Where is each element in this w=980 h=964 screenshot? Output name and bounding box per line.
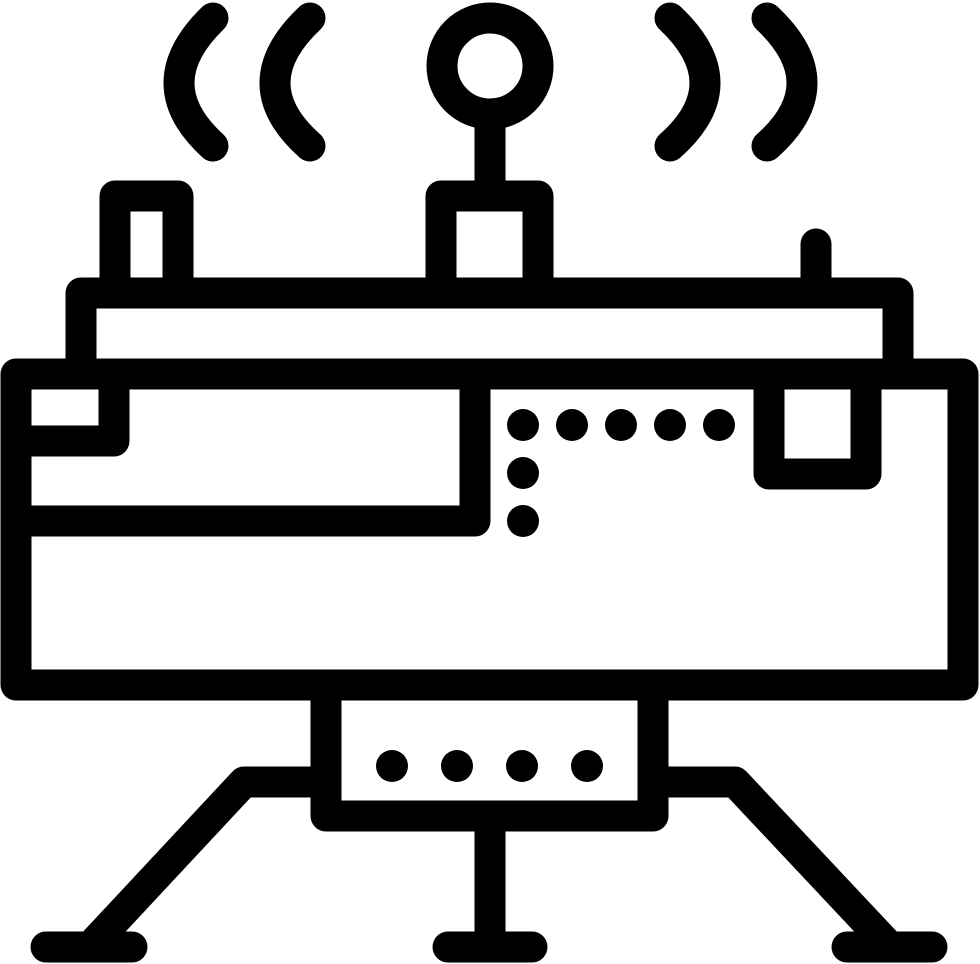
indicator-dot (507, 457, 539, 489)
indicator-dot (376, 750, 408, 782)
indicator-dot (506, 750, 538, 782)
indicator-dot (556, 409, 588, 441)
left-compartment (0, 358, 491, 537)
indicator-dot (441, 750, 473, 782)
signal-waves-right-icon (654, 2, 818, 162)
signal-waves-left-icon (163, 2, 326, 162)
lower-module-panel (310, 669, 669, 832)
lower-module-lights-icon (376, 750, 603, 782)
indicator-dot (654, 409, 686, 441)
indicator-lights-column-icon (507, 457, 539, 537)
indicator-dot (507, 409, 539, 441)
indicator-dot (507, 505, 539, 537)
landing-leg-center-icon (432, 800, 548, 963)
indicator-dot (605, 409, 637, 441)
antenna-icon (426, 2, 554, 212)
landing-leg-left-icon (30, 766, 342, 963)
indicator-dot (571, 750, 603, 782)
indicator-lights-icon (507, 409, 735, 441)
indicator-dot (703, 409, 735, 441)
right-compartment (753, 358, 882, 490)
landing-leg-right-icon (637, 766, 948, 963)
